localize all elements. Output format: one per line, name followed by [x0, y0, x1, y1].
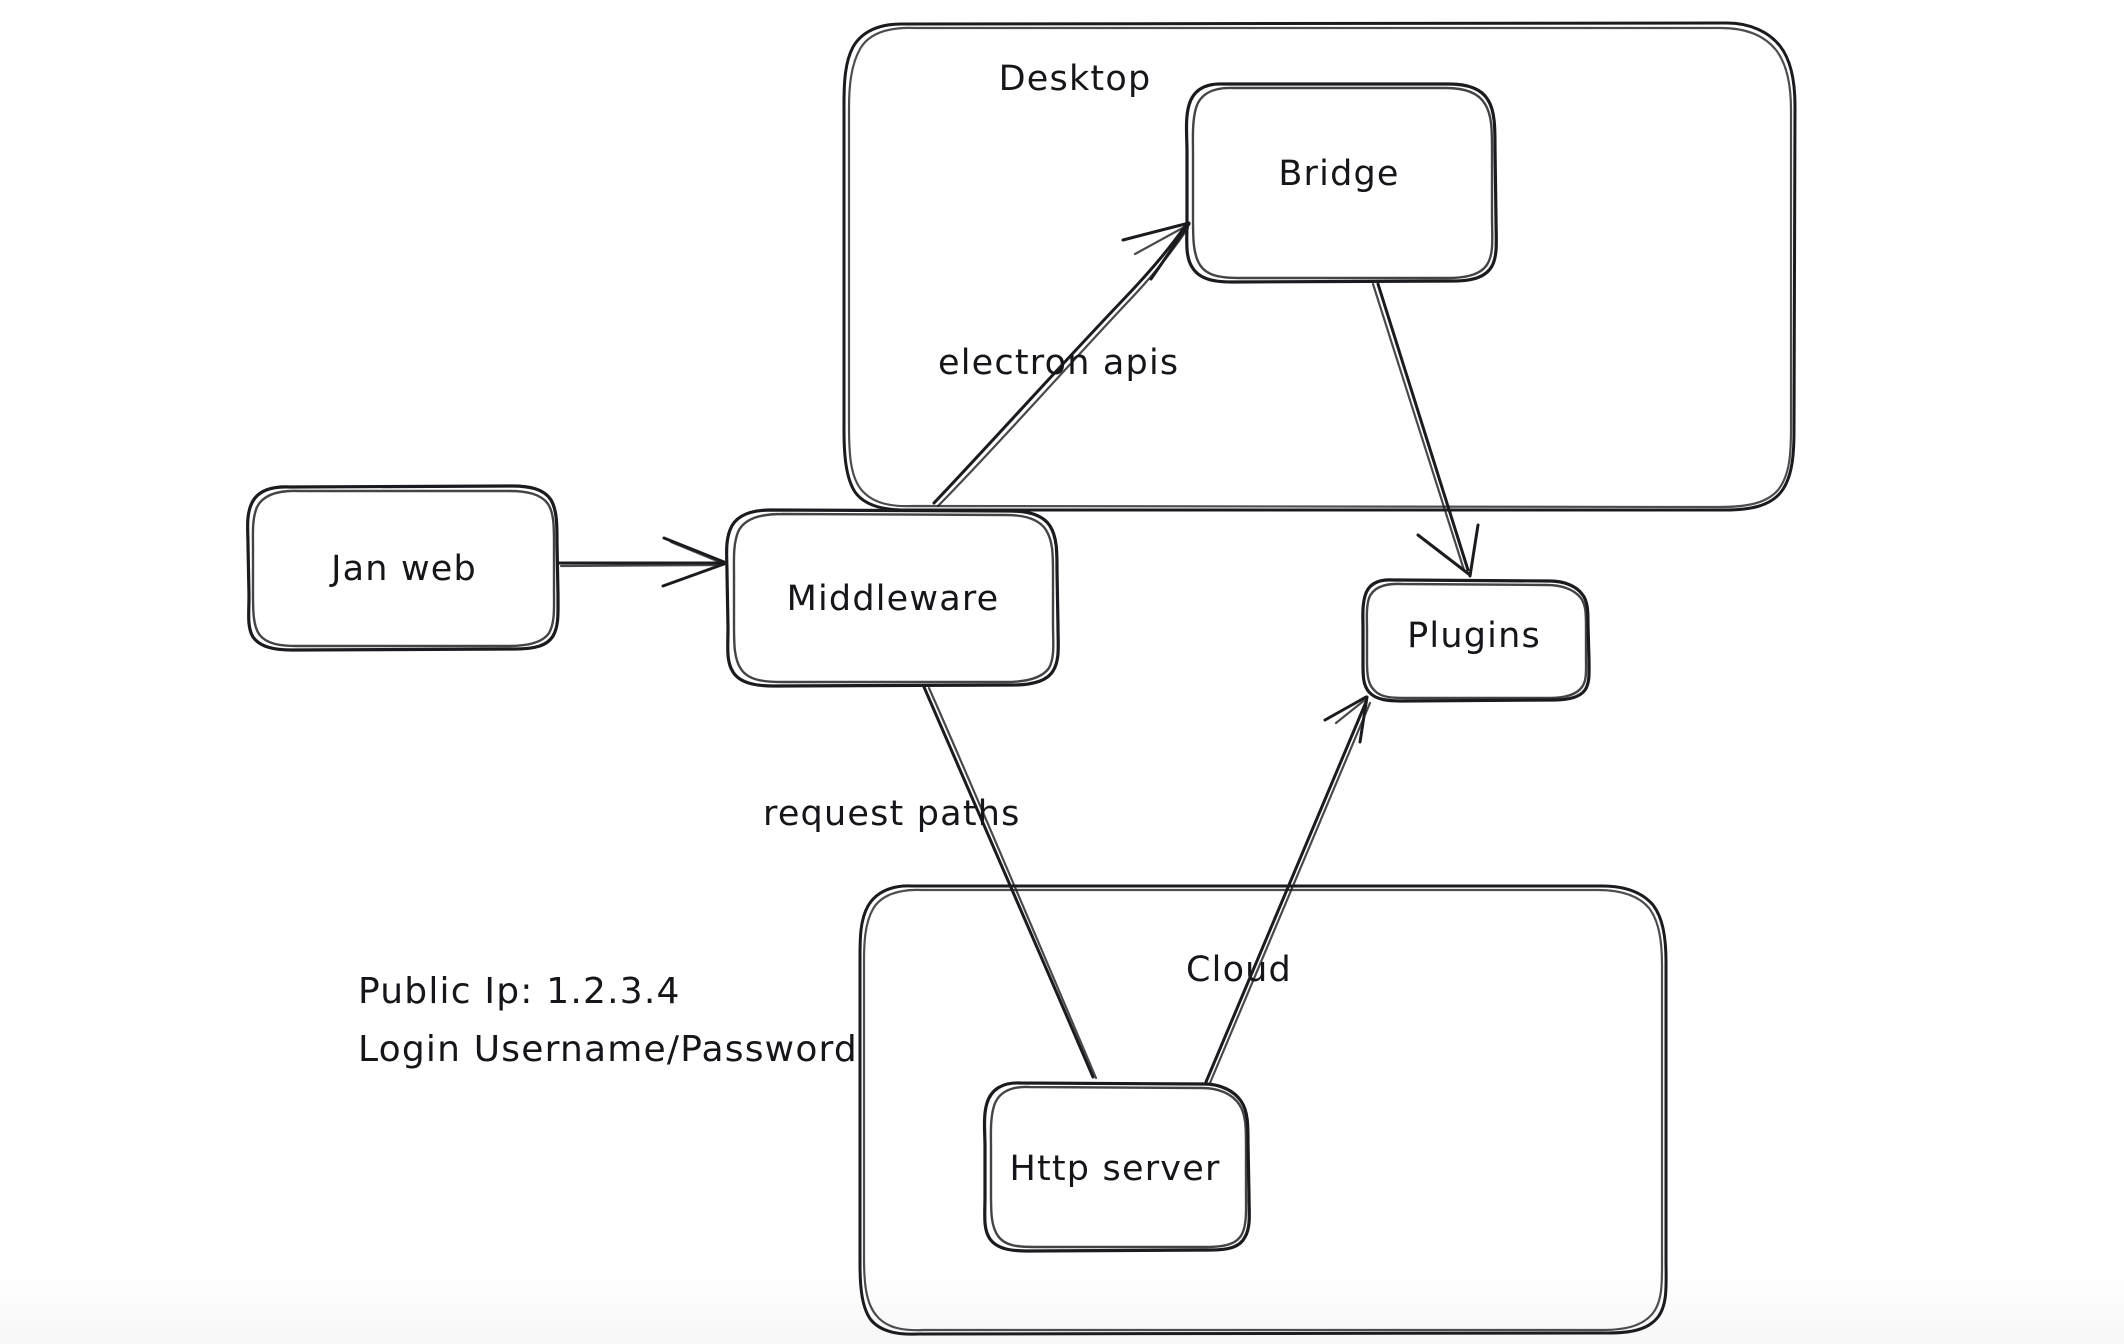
group-cloud[interactable]: Cloud [858, 884, 1668, 1336]
edge-bridge-to-plugins[interactable] [1371, 282, 1480, 578]
edge-jan-web-to-middleware[interactable] [557, 536, 726, 588]
group-cloud-label: Cloud [1186, 950, 1292, 990]
note-public-ip-line-1: Public Ip: 1.2.3.4 [358, 971, 681, 1012]
edge-http-server-to-plugins[interactable] [1204, 695, 1372, 1085]
node-bridge-label: Bridge [1278, 154, 1399, 194]
group-desktop-label: Desktop [999, 59, 1152, 99]
group-desktop[interactable]: Desktop [842, 21, 1797, 512]
node-plugins-label: Plugins [1407, 616, 1541, 656]
node-http-server[interactable]: Http server [982, 1081, 1251, 1253]
node-jan-web-label: Jan web [329, 549, 477, 589]
edge-request-paths-label: request paths [763, 794, 1021, 834]
node-bridge[interactable]: Bridge [1184, 82, 1498, 284]
note-public-ip: Public Ip: 1.2.3.4 Login Username/Passwo… [358, 971, 858, 1070]
node-middleware-label: Middleware [787, 579, 1000, 619]
note-public-ip-line-2: Login Username/Password [358, 1029, 858, 1070]
edge-middleware-to-bridge[interactable]: electron apis [932, 221, 1191, 508]
edge-middleware-to-http-server[interactable]: request paths [763, 685, 1098, 1080]
edge-electron-apis-label: electron apis [938, 343, 1179, 383]
node-middleware[interactable]: Middleware [725, 508, 1060, 688]
node-http-server-label: Http server [1009, 1149, 1220, 1189]
node-jan-web[interactable]: Jan web [246, 484, 560, 652]
node-plugins[interactable]: Plugins [1361, 578, 1591, 703]
